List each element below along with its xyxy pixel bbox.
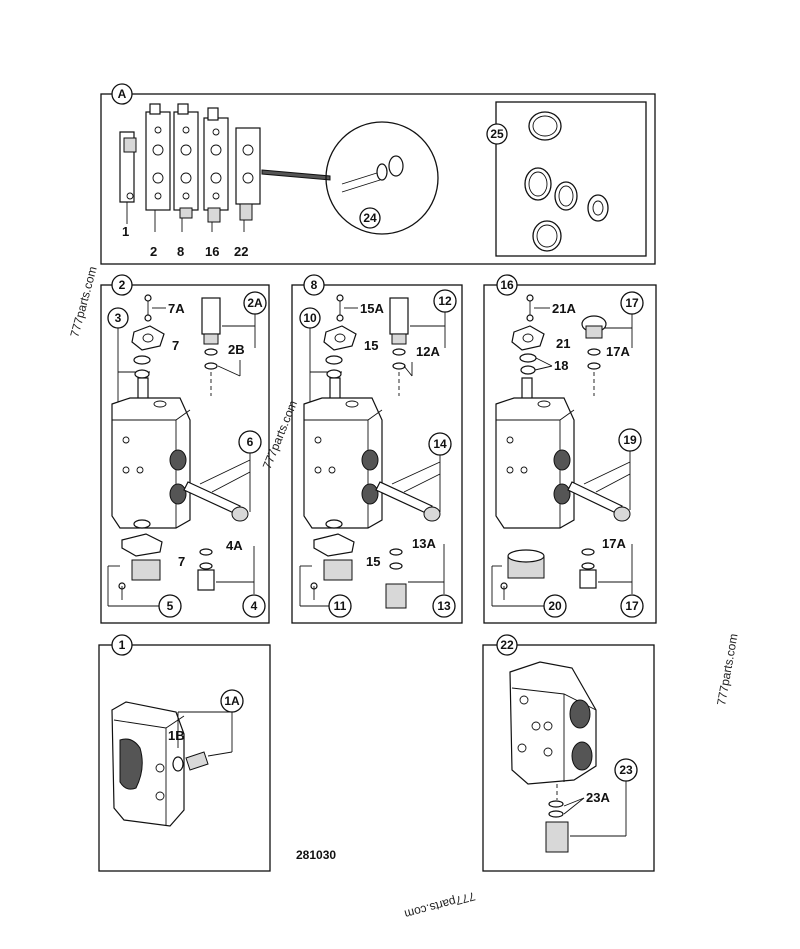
callout-3: 3 — [115, 311, 122, 325]
callout-4: 4 — [251, 599, 258, 613]
callout-18: 18 — [554, 358, 568, 373]
valve-section-16 — [203, 107, 229, 232]
callout-11: 11 — [334, 599, 347, 613]
callout-15a: 15A — [360, 301, 384, 316]
panel-a: A — [100, 83, 656, 265]
callout-15-bottom: 15 — [366, 554, 380, 569]
tie-rod-inset: 24 — [325, 121, 439, 235]
callout-24: 24 — [363, 211, 377, 225]
panel-a-label: A — [118, 87, 127, 101]
panel-1-label: 1 — [119, 638, 126, 652]
watermark-center: 777parts.com — [260, 398, 300, 471]
panel-16: 16 21A 21 18 17 17A 19 20 — [483, 274, 657, 624]
callout-19: 19 — [623, 433, 637, 447]
item-label-16: 16 — [205, 244, 219, 259]
panel-22-label: 22 — [500, 638, 514, 652]
callout-7a: 7A — [168, 301, 185, 316]
panel-16-label: 16 — [500, 278, 514, 292]
callout-20: 20 — [548, 599, 562, 613]
callout-12: 12 — [438, 294, 452, 308]
panel-2-label: 2 — [119, 278, 126, 292]
valve-section-22 — [235, 127, 261, 232]
valve-section-8 — [173, 103, 199, 232]
item-label-8: 8 — [177, 244, 184, 259]
callout-7-bottom: 7 — [178, 554, 185, 569]
callout-17-bottom: 17 — [625, 599, 639, 613]
item-label-22: 22 — [234, 244, 248, 259]
callout-21: 21 — [556, 336, 570, 351]
panel-8-label: 8 — [311, 278, 318, 292]
callout-23a: 23A — [586, 790, 610, 805]
watermark-right: 777parts.com — [714, 632, 740, 706]
panel-1: 1 1A 1B — [98, 634, 271, 872]
callout-17-top: 17 — [625, 296, 639, 310]
callout-12a: 12A — [416, 344, 440, 359]
panel-8: 8 10 15A 15 12 12A 14 15 — [291, 274, 463, 624]
callout-23: 23 — [619, 763, 633, 777]
callout-21a: 21A — [552, 301, 576, 316]
tie-rod — [261, 169, 331, 181]
callout-14: 14 — [433, 437, 447, 451]
panel-22: 22 23 23A — [482, 634, 655, 872]
callout-1b: 1B — [168, 728, 185, 743]
valve-end-plate — [119, 131, 137, 218]
callout-10: 10 — [303, 311, 317, 325]
callout-13a: 13A — [412, 536, 436, 551]
callout-2b: 2B — [228, 342, 245, 357]
callout-5: 5 — [167, 599, 174, 613]
callout-2a: 2A — [247, 296, 263, 310]
callout-7-top: 7 — [172, 338, 179, 353]
valve-section-2 — [145, 103, 171, 232]
item-label-1: 1 — [122, 224, 129, 239]
watermark-bottom: 777parts.com — [403, 889, 477, 921]
callout-25: 25 — [490, 127, 504, 141]
item-label-2: 2 — [150, 244, 157, 259]
callout-17a-top: 17A — [606, 344, 630, 359]
drawing-number: 281030 — [296, 848, 336, 862]
callout-4a: 4A — [226, 538, 243, 553]
callout-6: 6 — [247, 435, 254, 449]
callout-17a-bottom: 17A — [602, 536, 626, 551]
callout-1a: 1A — [224, 694, 240, 708]
callout-13: 13 — [437, 599, 451, 613]
watermark-left: 777parts.com — [67, 265, 99, 339]
seal-kit: 25 — [486, 101, 647, 257]
callout-15-top: 15 — [364, 338, 378, 353]
panel-2: 2 3 7A 7 2A 2B 6 — [100, 274, 270, 624]
